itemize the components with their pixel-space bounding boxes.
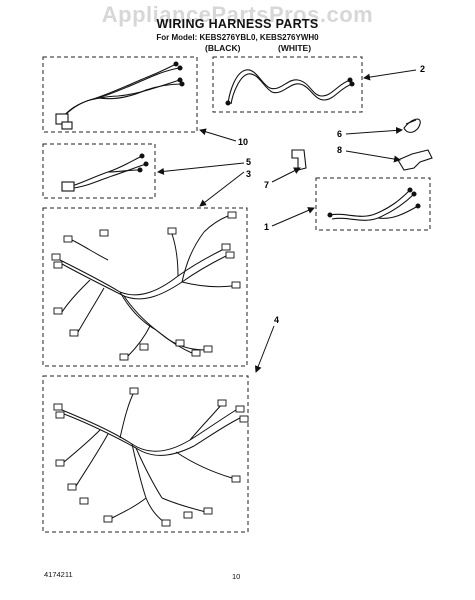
callout-3: 3 bbox=[246, 169, 251, 179]
harness-box-2 bbox=[212, 56, 363, 113]
harness-4-connectors bbox=[53, 387, 249, 527]
callout-1: 1 bbox=[264, 222, 269, 232]
callout-10: 10 bbox=[238, 137, 248, 147]
harness-5-wires bbox=[61, 153, 149, 192]
model-line: For Model: KEBS276YBL0, KEBS276YWH0 bbox=[156, 33, 319, 42]
harness-box-3 bbox=[42, 207, 248, 367]
callout-4: 4 bbox=[274, 315, 279, 325]
harness-box-1 bbox=[315, 177, 431, 231]
harness-box-10 bbox=[42, 56, 198, 133]
harness-2-wires bbox=[225, 69, 355, 106]
color-black-label: (BLACK) bbox=[205, 43, 241, 53]
callout-2: 2 bbox=[420, 64, 425, 74]
page-title: WIRING HARNESS PARTS bbox=[156, 17, 319, 31]
callout-8: 8 bbox=[337, 145, 342, 155]
harness-3-wires bbox=[59, 215, 233, 357]
color-white-label: (WHITE) bbox=[278, 43, 312, 53]
page-number: 10 bbox=[232, 572, 241, 581]
callout-5: 5 bbox=[246, 157, 251, 167]
harness-4-wires bbox=[61, 391, 241, 523]
harness-box-4 bbox=[42, 375, 249, 533]
document-number: 4174211 bbox=[44, 570, 73, 579]
harness-3-connectors bbox=[51, 211, 241, 361]
harness-10-wires bbox=[55, 61, 185, 130]
part-7-bracket bbox=[291, 149, 307, 171]
part-6-clip bbox=[403, 118, 421, 133]
harness-box-5 bbox=[42, 143, 156, 199]
callout-7: 7 bbox=[264, 180, 269, 190]
part-8-bracket bbox=[397, 149, 433, 171]
callout-6: 6 bbox=[337, 129, 342, 139]
watermark: AppliancePartsPros.com bbox=[101, 2, 374, 27]
harness-1-wires bbox=[327, 187, 421, 221]
leader-lines bbox=[157, 69, 417, 373]
